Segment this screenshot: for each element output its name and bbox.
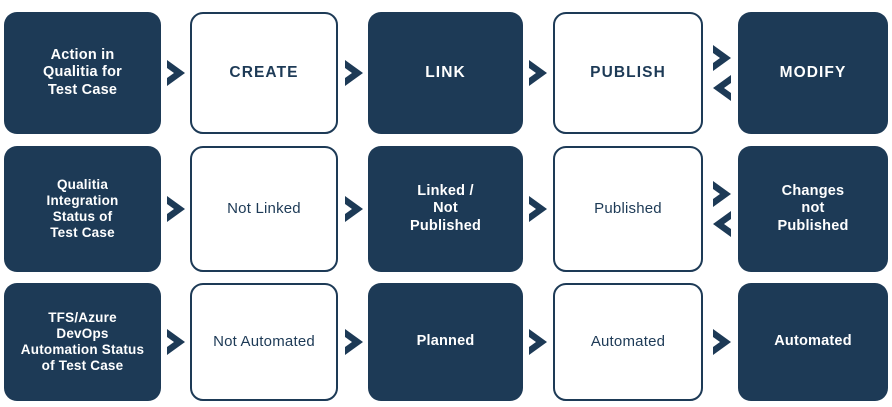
node-label: Planned: [416, 333, 475, 350]
node-label: Published: [594, 200, 662, 218]
node-label: Not Linked: [227, 200, 301, 218]
node-label: Automated: [590, 333, 666, 351]
chevron-right-arrow-icon: [713, 329, 731, 355]
chevron-right-arrow-icon: [345, 196, 363, 222]
node-link[interactable]: LINK: [368, 12, 523, 134]
flow-row-integration-status: Qualitia Integration Status of Test Case…: [0, 146, 892, 272]
node-label: Automated: [774, 333, 852, 350]
node-label: PUBLISH: [590, 63, 666, 81]
connector-arrow-right: [525, 56, 551, 90]
connector-arrow-right: [525, 325, 551, 359]
connector-arrow-right: [163, 192, 189, 226]
node-label: MODIFY: [779, 63, 847, 81]
node-modify[interactable]: MODIFY: [738, 12, 888, 134]
node-label: CREATE: [229, 63, 299, 81]
connector-arrow-right: [163, 56, 189, 90]
connector-arrow-right: [341, 325, 367, 359]
node-publish[interactable]: PUBLISH: [553, 12, 703, 134]
row-label-automation-status: TFS/Azure DevOps Automation Status of Te…: [4, 283, 161, 401]
connector-arrow-right: [341, 192, 367, 226]
node-label: Qualitia Integration Status of Test Case: [46, 177, 119, 240]
node-linked-not-published[interactable]: Linked / Not Published: [368, 146, 523, 272]
node-planned[interactable]: Planned: [368, 283, 523, 401]
node-label: LINK: [425, 63, 466, 81]
node-create[interactable]: CREATE: [190, 12, 338, 134]
chevron-right-arrow-icon: [345, 329, 363, 355]
node-label: Action in Qualitia for Test Case: [43, 47, 122, 98]
node-automated-outline[interactable]: Automated: [553, 283, 703, 401]
chevron-right-arrow-icon: [345, 60, 363, 86]
connector-arrow-right: [525, 192, 551, 226]
chevron-right-arrow-icon: [529, 196, 547, 222]
node-label: Changes not Published: [777, 183, 849, 234]
chevron-right-arrow-icon: [167, 329, 185, 355]
chevron-right-arrow-icon: [167, 196, 185, 222]
chevron-right-arrow-icon: [713, 45, 731, 71]
node-changes-not-published[interactable]: Changes not Published: [738, 146, 888, 272]
connector-arrow-right: [163, 325, 189, 359]
node-label: Not Automated: [213, 333, 315, 351]
connector-arrow-right: [341, 56, 367, 90]
chevron-left-arrow-icon: [713, 211, 731, 237]
node-automated-filled[interactable]: Automated: [738, 283, 888, 401]
flow-row-action: Action in Qualitia for Test Case CREATE …: [0, 12, 892, 134]
node-not-automated[interactable]: Not Automated: [190, 283, 338, 401]
chevron-right-arrow-icon: [529, 60, 547, 86]
row-label-action: Action in Qualitia for Test Case: [4, 12, 161, 134]
chevron-right-arrow-icon: [529, 329, 547, 355]
node-published[interactable]: Published: [553, 146, 703, 272]
chevron-right-arrow-icon: [167, 60, 185, 86]
node-label: Linked / Not Published: [409, 183, 482, 234]
node-label: TFS/Azure DevOps Automation Status of Te…: [20, 310, 145, 373]
connector-arrow-bidirectional: [709, 181, 735, 237]
chevron-right-arrow-icon: [713, 181, 731, 207]
chevron-left-arrow-icon: [713, 75, 731, 101]
connector-arrow-bidirectional: [709, 45, 735, 101]
connector-arrow-right: [709, 325, 735, 359]
flow-row-automation-status: TFS/Azure DevOps Automation Status of Te…: [0, 283, 892, 401]
node-not-linked[interactable]: Not Linked: [190, 146, 338, 272]
row-label-integration-status: Qualitia Integration Status of Test Case: [4, 146, 161, 272]
